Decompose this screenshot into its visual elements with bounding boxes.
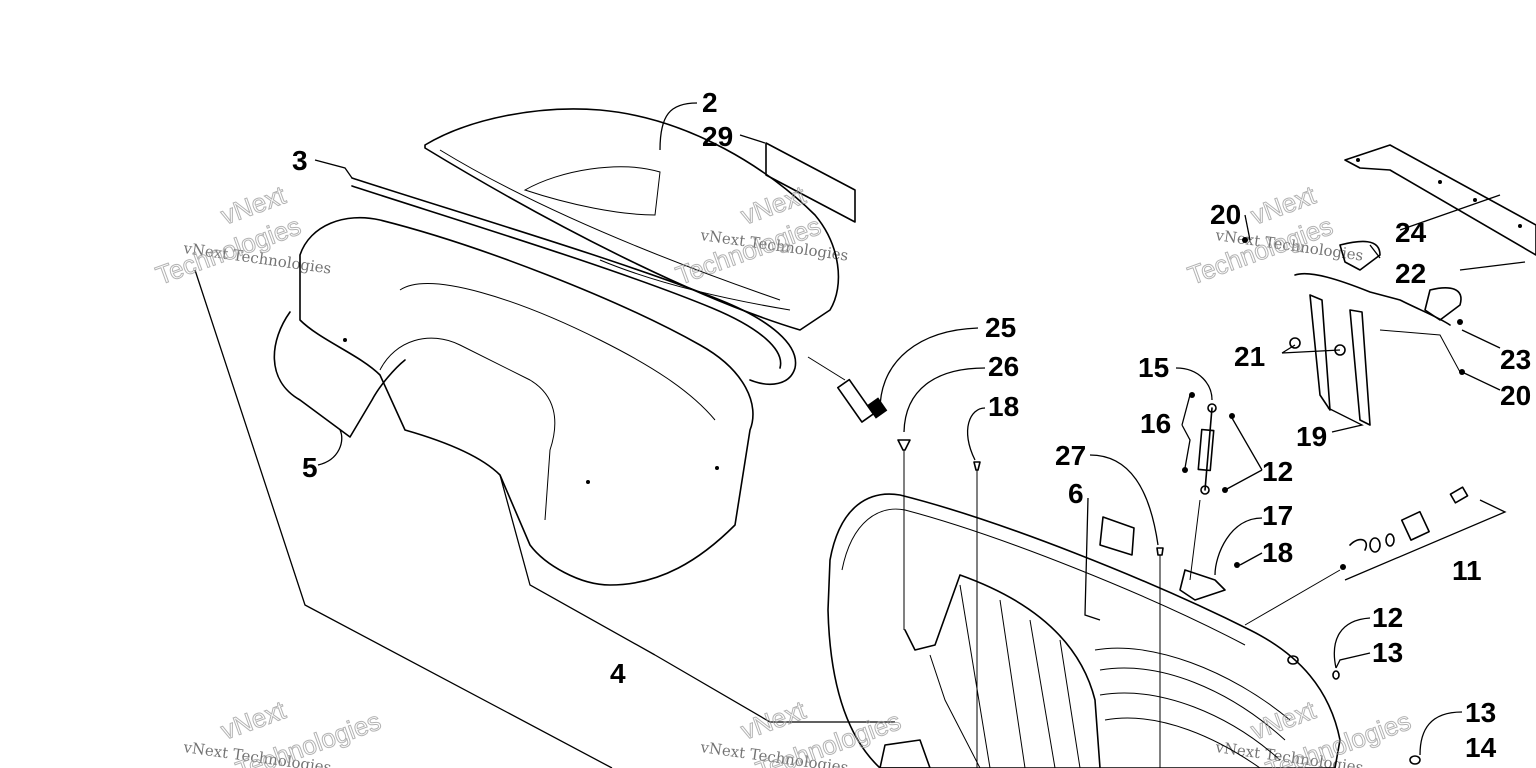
callout-15: 15 bbox=[1138, 352, 1169, 383]
callout-4: 4 bbox=[610, 658, 626, 689]
watermark-word: vNext bbox=[737, 694, 810, 745]
part-5-trim bbox=[273, 311, 406, 438]
part-19-hinge bbox=[1242, 237, 1465, 426]
watermark-word: vNext bbox=[1247, 694, 1320, 745]
callout-13: 13 bbox=[1465, 697, 1496, 728]
watermark-word: vNext bbox=[217, 694, 290, 745]
callout-3: 3 bbox=[292, 145, 308, 176]
callout-27: 27 bbox=[1055, 440, 1086, 471]
callout-12: 12 bbox=[1262, 456, 1293, 487]
callout-13: 13 bbox=[1372, 637, 1403, 668]
callout-6: 6 bbox=[1068, 478, 1084, 509]
callout-12: 12 bbox=[1372, 602, 1403, 633]
part-25-latch bbox=[807, 356, 888, 423]
callout-24: 24 bbox=[1395, 217, 1427, 248]
part-29-decal bbox=[765, 142, 856, 223]
callout-26: 26 bbox=[988, 351, 1019, 382]
callout-22: 22 bbox=[1395, 258, 1426, 289]
callout-21: 21 bbox=[1234, 341, 1265, 372]
lower-tub bbox=[827, 493, 1341, 768]
callout-20: 20 bbox=[1500, 380, 1531, 411]
part-27-rod bbox=[1156, 547, 1164, 768]
part-17-bracket bbox=[1179, 499, 1240, 601]
callout-20: 20 bbox=[1210, 199, 1241, 230]
part-callouts: 2 29 3 5 4 25 26 18 27 6 15 16 12 17 18 … bbox=[292, 87, 1531, 763]
part-12-13-14-hardware bbox=[1287, 655, 1421, 765]
callout-14: 14 bbox=[1465, 732, 1497, 763]
callout-18: 18 bbox=[988, 391, 1019, 422]
callout-2: 2 bbox=[702, 87, 718, 118]
part-4-body-shell bbox=[299, 216, 754, 586]
callout-23: 23 bbox=[1500, 344, 1531, 375]
part-26-rivet bbox=[897, 439, 911, 630]
callout-19: 19 bbox=[1296, 421, 1327, 452]
watermark: vNext Technologies vNext Technologies vN… bbox=[151, 179, 1415, 768]
callout-11: 11 bbox=[1452, 555, 1482, 586]
leader-lines bbox=[194, 102, 1526, 768]
callout-25: 25 bbox=[985, 312, 1016, 343]
part-6-decal bbox=[1084, 497, 1135, 621]
part-11-lock bbox=[1244, 486, 1507, 626]
callout-18: 18 bbox=[1262, 537, 1293, 568]
callout-29: 29 bbox=[702, 121, 733, 152]
callout-5: 5 bbox=[302, 452, 318, 483]
part-3-seal bbox=[351, 177, 797, 386]
part-18-screw bbox=[973, 461, 981, 768]
part-24-rail bbox=[1344, 144, 1536, 256]
callout-16: 16 bbox=[1140, 408, 1171, 439]
callout-17: 17 bbox=[1262, 500, 1293, 531]
part-2-lid bbox=[424, 108, 840, 331]
